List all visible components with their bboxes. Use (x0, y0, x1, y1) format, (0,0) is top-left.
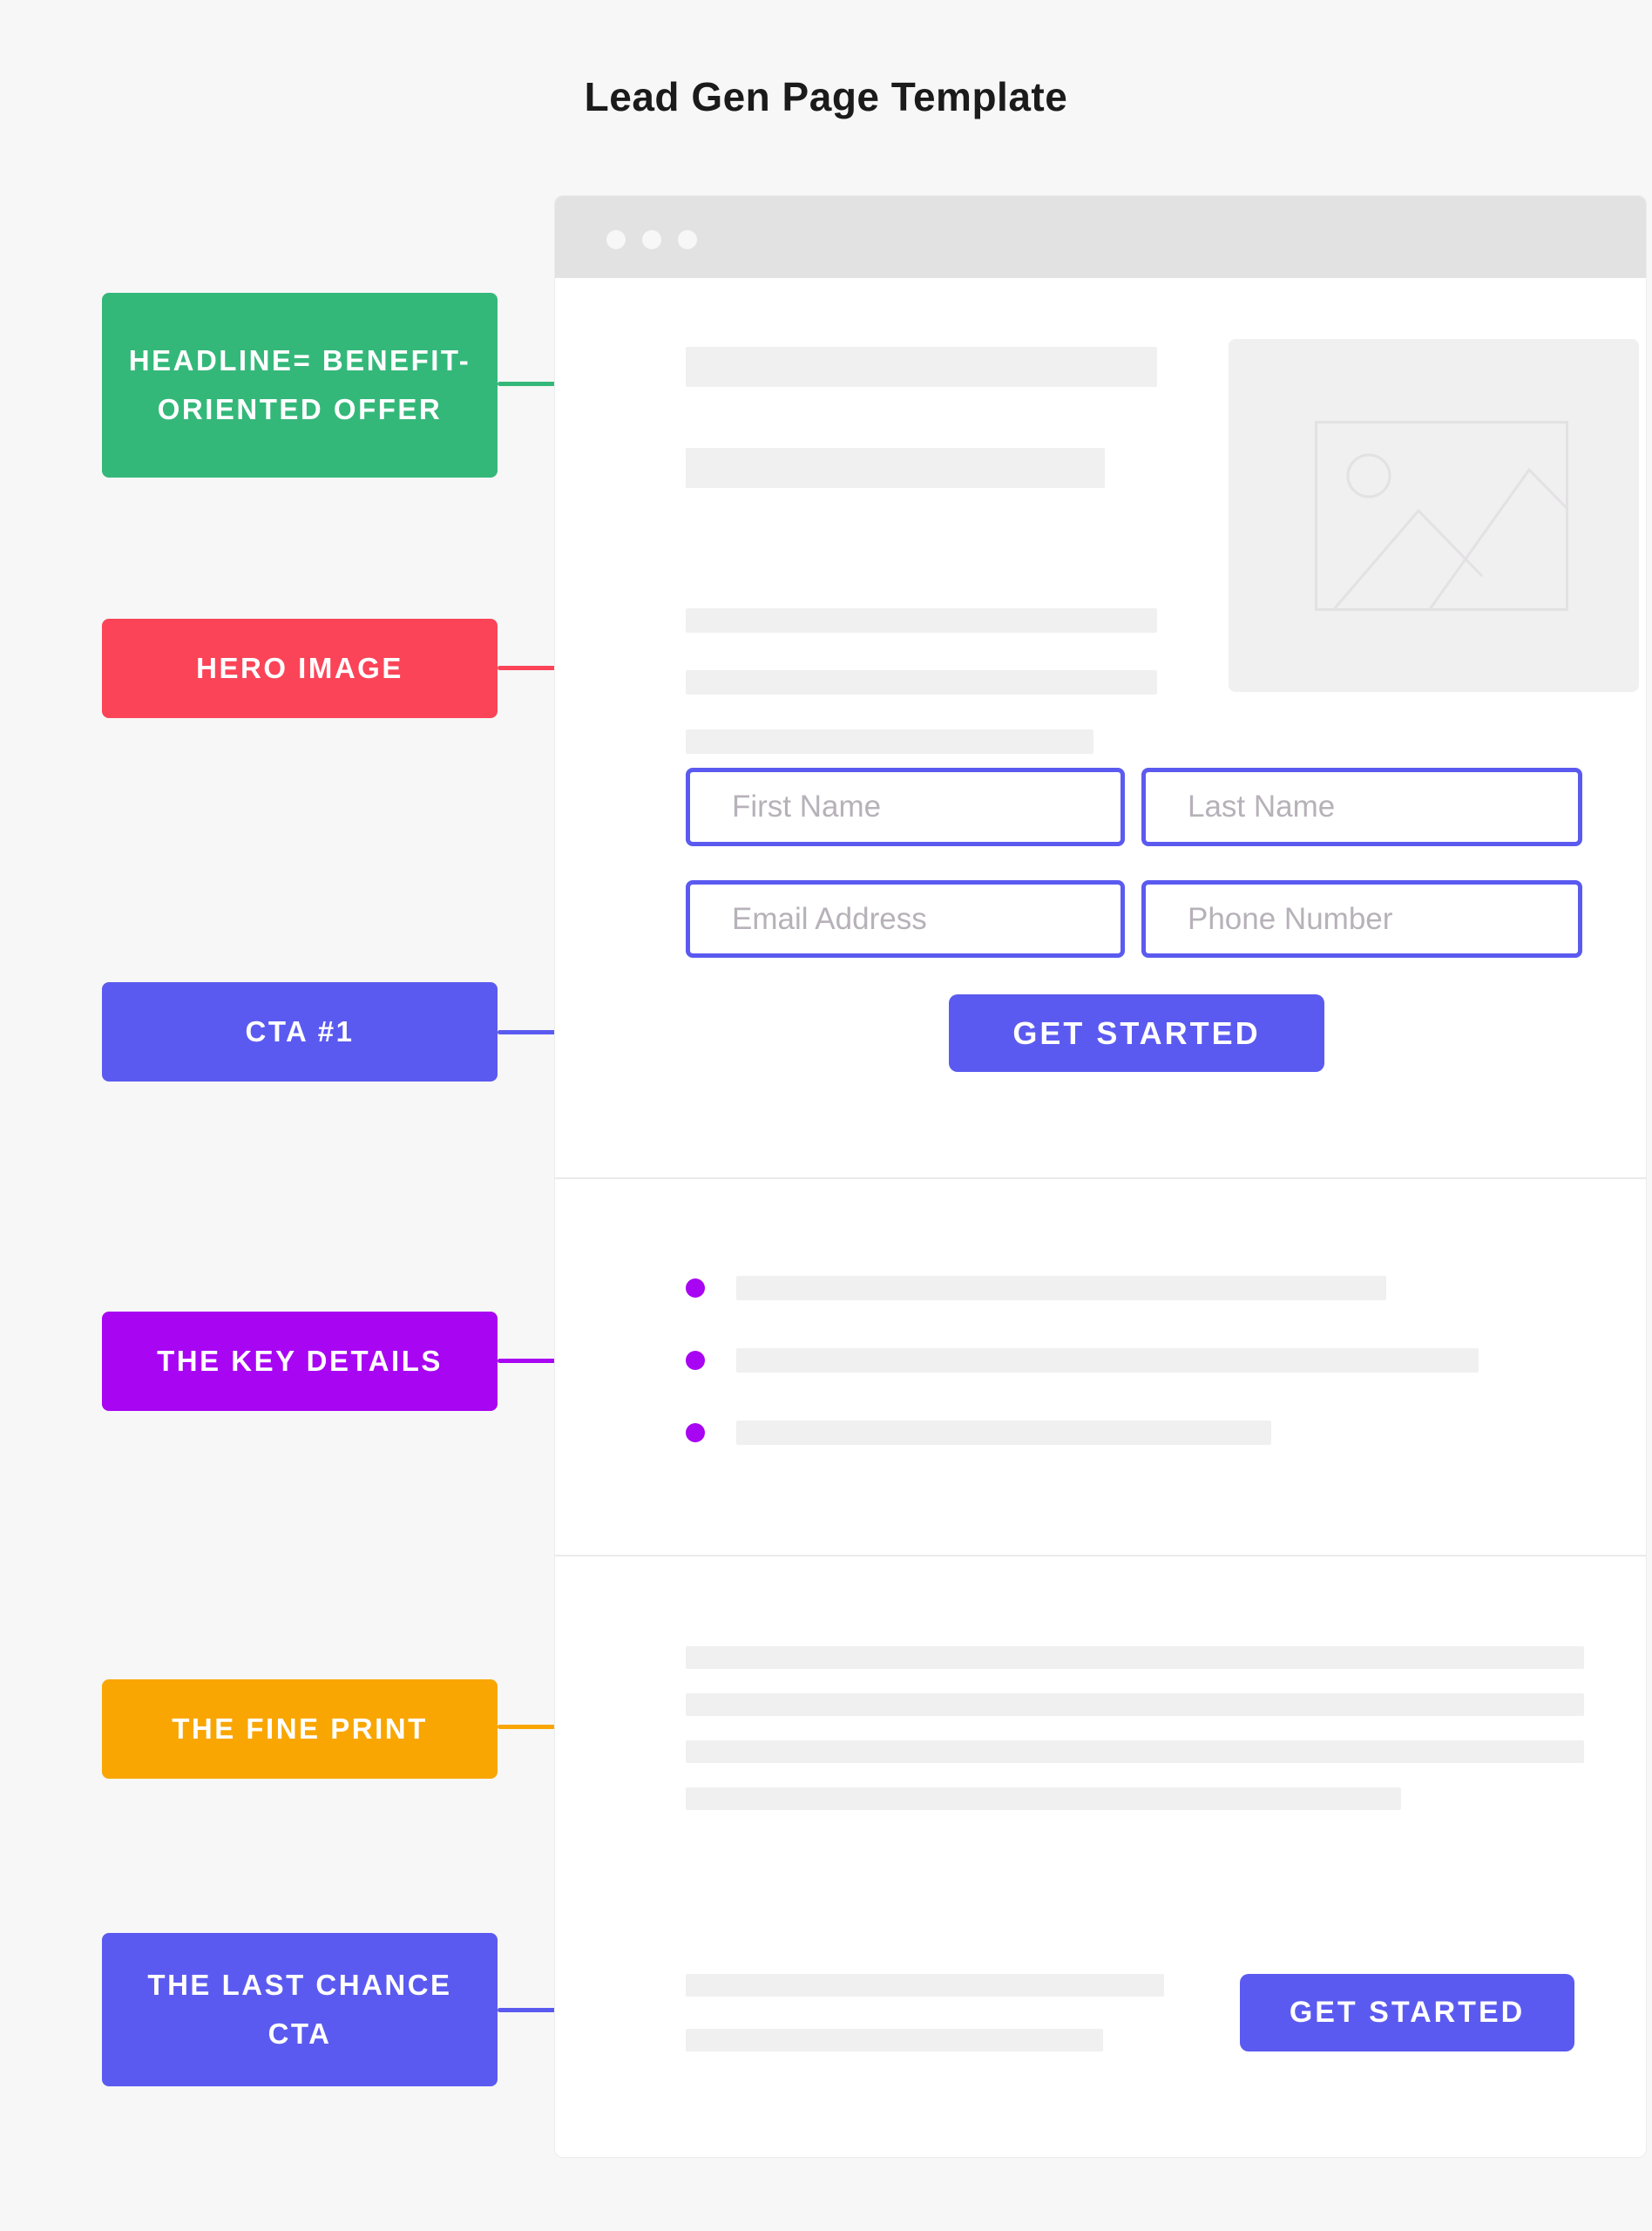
fine-print-placeholder-bar (686, 1693, 1584, 1716)
phone-number-input[interactable] (1141, 880, 1582, 958)
footer-get-started-button[interactable]: GET STARTED (1240, 1974, 1574, 2051)
page-title: Lead Gen Page Template (584, 74, 1068, 119)
annotation-hero-image-connector-line (498, 666, 607, 670)
body-text-placeholder-bar (686, 729, 1093, 754)
footer-text-placeholder-bar (686, 1974, 1164, 1997)
get-started-button[interactable]: GET STARTED (949, 994, 1324, 1072)
section-divider (555, 1177, 1646, 1179)
annotation-headline-connector-line (498, 382, 607, 386)
annotation-fine-print: THE FINE PRINT (102, 1679, 498, 1779)
bullet-dot-icon (686, 1423, 705, 1442)
image-placeholder-icon (1315, 421, 1568, 611)
annotation-last-chance-cta-connector-line (498, 2008, 607, 2012)
fine-print-placeholder-bar (686, 1646, 1584, 1669)
hero-image-placeholder (1229, 339, 1639, 692)
annotation-headline: HEADLINE= BENEFIT-ORIENTED OFFER (102, 293, 498, 478)
bullet-dot-icon (686, 1278, 705, 1298)
body-text-placeholder-bar (686, 608, 1157, 633)
annotation-hero-image: HERO IMAGE (102, 619, 498, 718)
section-divider (555, 1555, 1646, 1556)
key-detail-placeholder-bar (736, 1348, 1479, 1373)
key-detail-item (686, 1421, 1271, 1445)
browser-titlebar (555, 196, 1646, 278)
annotation-cta-1: CTA #1 (102, 982, 498, 1082)
window-dot-icon (642, 230, 661, 249)
key-detail-item (686, 1348, 1479, 1373)
fine-print-placeholder-bar (686, 1787, 1401, 1810)
key-detail-placeholder-bar (736, 1421, 1271, 1445)
first-name-input[interactable] (686, 768, 1125, 846)
bullet-dot-icon (686, 1351, 705, 1370)
annotation-cta-1-connector-line (498, 1030, 607, 1034)
key-detail-placeholder-bar (736, 1276, 1386, 1300)
annotation-key-details: THE KEY DETAILS (102, 1312, 498, 1411)
email-address-input[interactable] (686, 880, 1125, 958)
window-dot-icon (678, 230, 697, 249)
window-dot-icon (606, 230, 626, 249)
headline-placeholder-bar (686, 448, 1105, 488)
annotation-fine-print-connector-line (498, 1725, 607, 1729)
fine-print-placeholder-bar (686, 1740, 1584, 1763)
annotation-last-chance-cta: THE LAST CHANCE CTA (102, 1933, 498, 2086)
headline-placeholder-bar (686, 347, 1157, 387)
footer-text-placeholder-bar (686, 2029, 1103, 2051)
key-detail-item (686, 1276, 1386, 1300)
body-text-placeholder-bar (686, 670, 1157, 695)
annotation-key-details-connector-line (498, 1359, 607, 1363)
browser-window: GET STARTED GET STARTED (554, 195, 1647, 2158)
last-name-input[interactable] (1141, 768, 1582, 846)
